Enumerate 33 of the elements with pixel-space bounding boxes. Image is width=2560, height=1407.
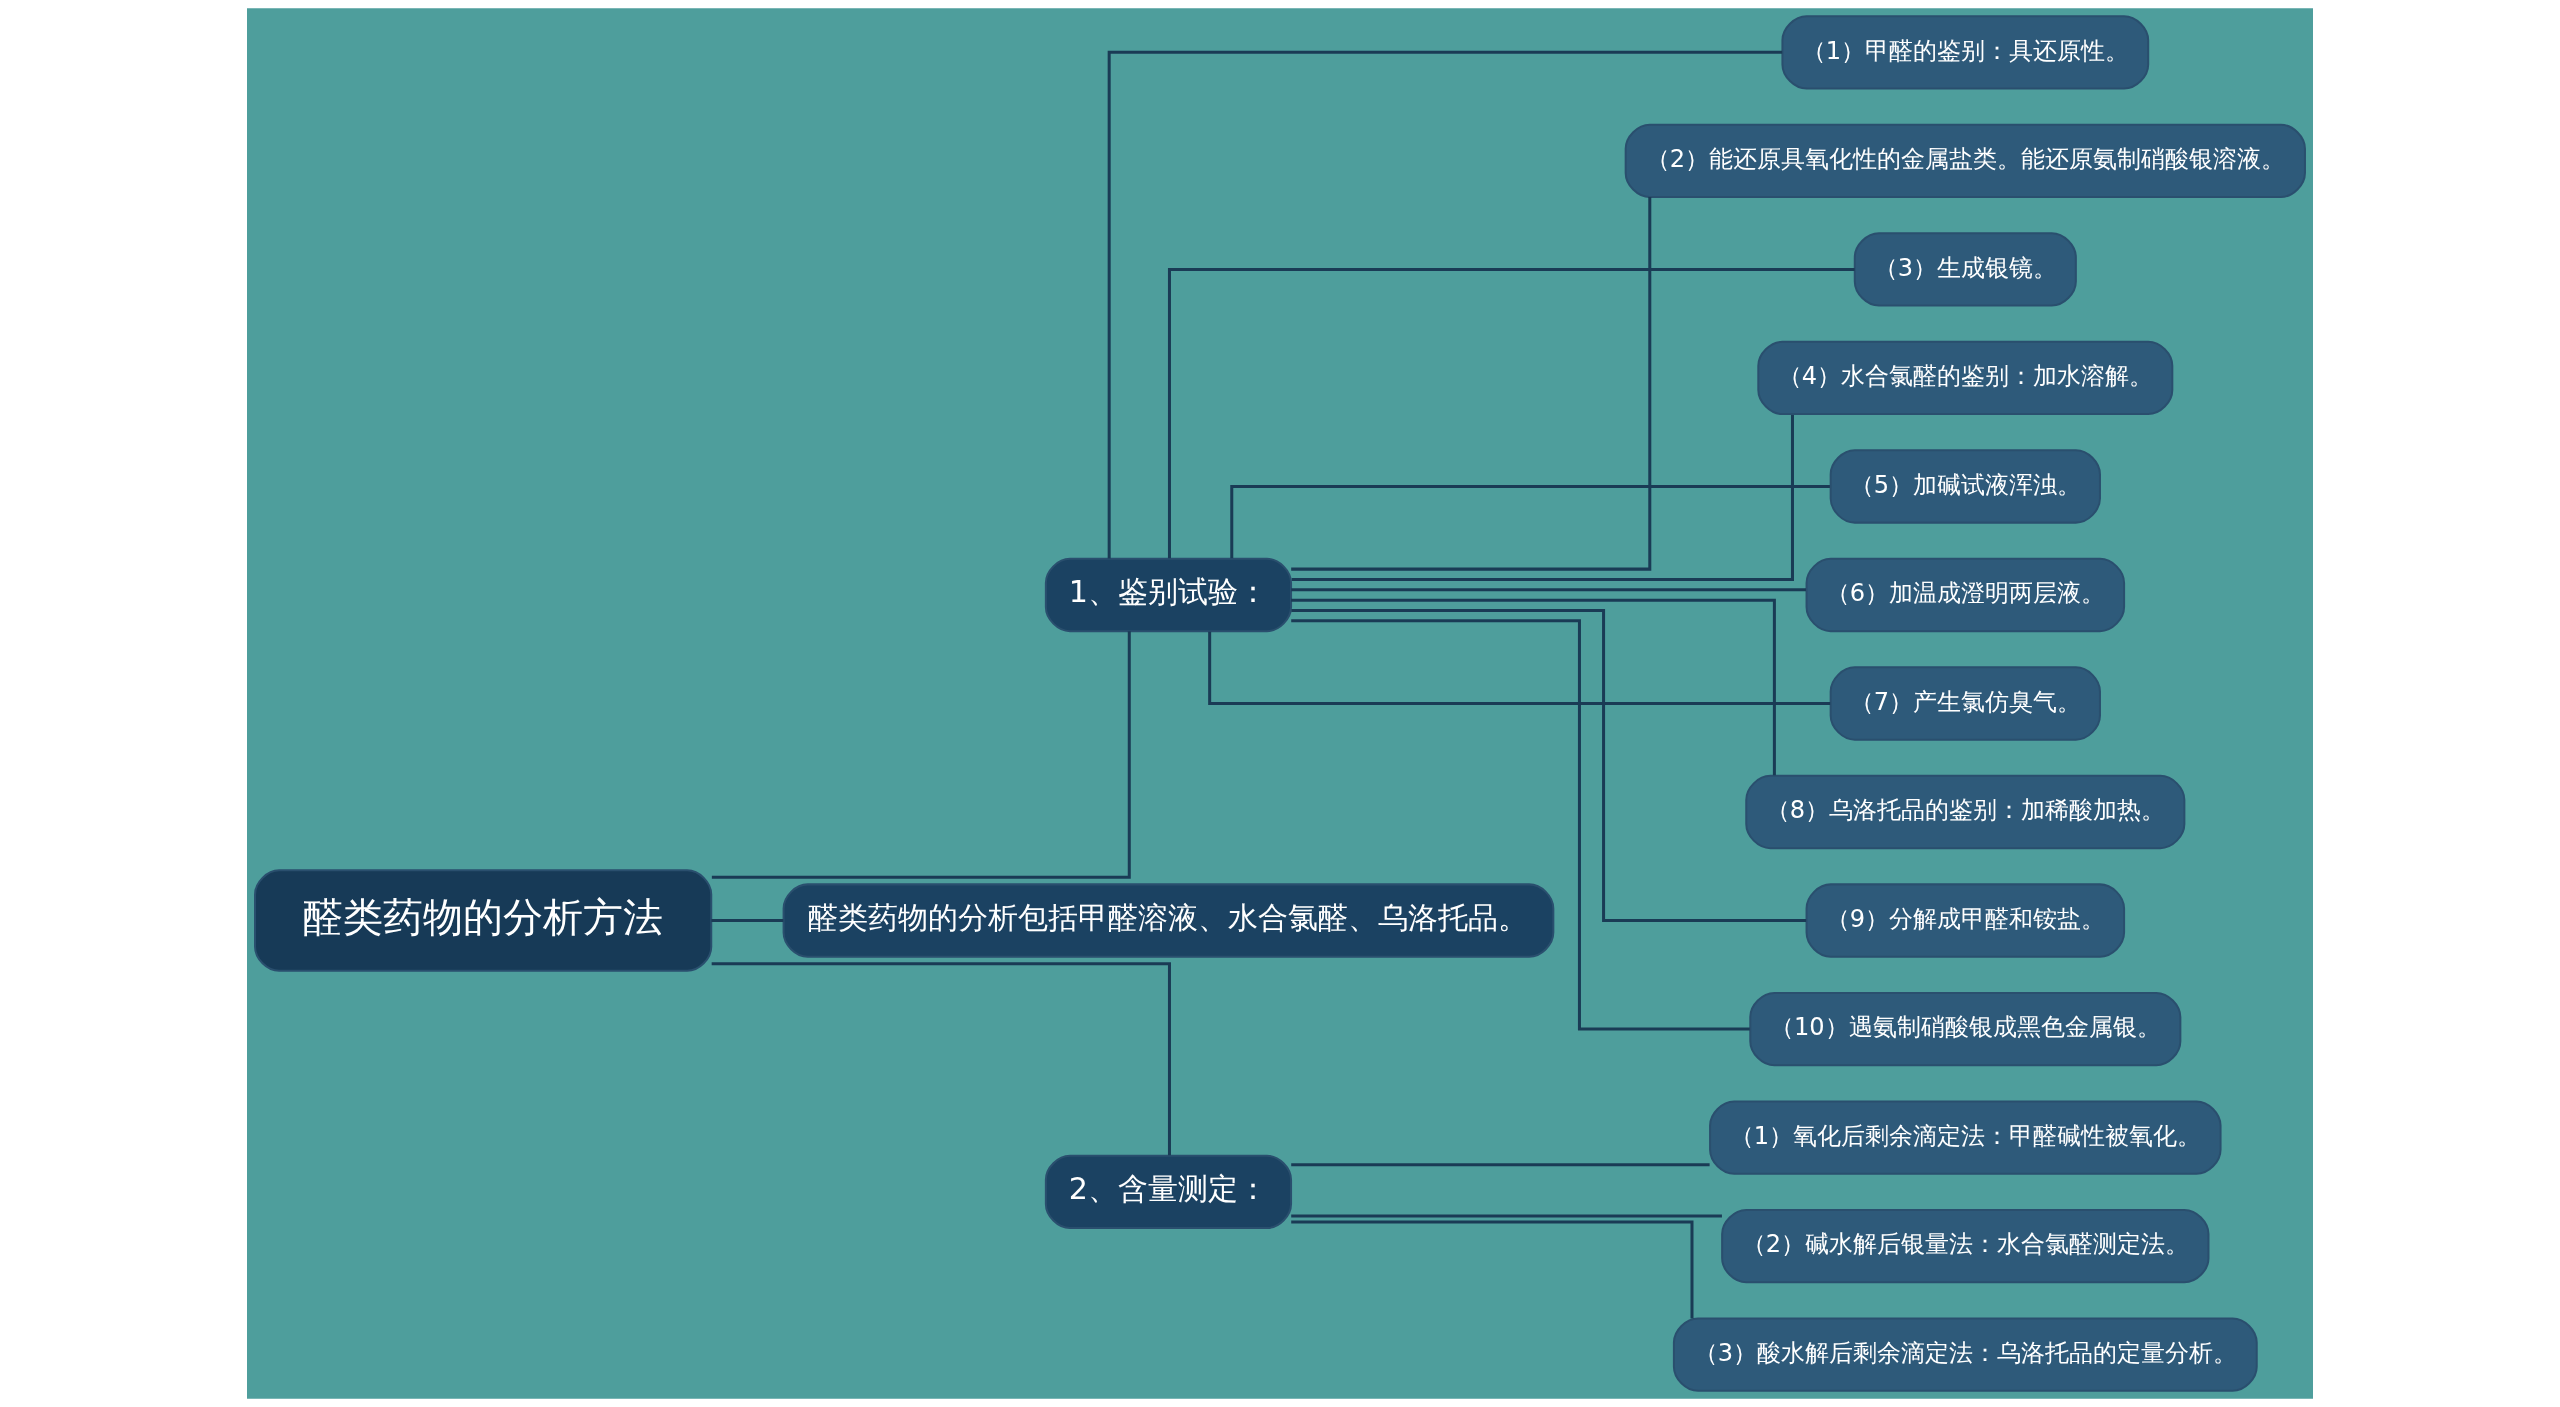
connector	[1291, 1163, 1710, 1167]
node-box: （1）甲醛的鉴别：具还原性。	[1781, 15, 2150, 90]
connector	[1291, 619, 1750, 1031]
node-box: （4）水合氯醛的鉴别：加水溶解。	[1757, 340, 2174, 416]
node-box: （2）能还原具氧化性的金属盐类。能还原氨制硝酸银溶液。	[1624, 123, 2306, 199]
node-box: （2）碱水解后银量法：水合氯醛测定法。	[1721, 1208, 2210, 1284]
connector	[711, 962, 1171, 1156]
connector	[1291, 414, 1794, 581]
connector	[1167, 267, 1855, 559]
connector	[1230, 484, 1830, 559]
connector	[1291, 1214, 1722, 1218]
connector	[1208, 631, 1831, 705]
node-box: 2、含量测定：	[1044, 1154, 1293, 1230]
connector	[1291, 608, 1807, 923]
connector	[1291, 1220, 1694, 1319]
node-box: 1、鉴别试验：	[1044, 557, 1293, 633]
node-box: （5）加碱试液浑浊。	[1829, 449, 2101, 524]
node-box: （9）分解成甲醛和铵盐。	[1805, 883, 2126, 958]
node-box: （3）酸水解后剩余滴定法：乌洛托品的定量分析。	[1672, 1317, 2258, 1392]
node-box: （8）乌洛托品的鉴别：加稀酸加热。	[1745, 774, 2186, 850]
node-box: 醛类药物的分析包括甲醛溶液、水合氯醛、乌洛托品。	[782, 883, 1555, 958]
node-box: 醛类药物的分析方法	[254, 869, 713, 972]
node-box: （6）加温成澄明两层液。	[1805, 557, 2126, 633]
connector	[1107, 50, 1783, 559]
node-box: （1）氧化后剩余滴定法：甲醛碱性被氧化。	[1709, 1100, 2222, 1175]
connector	[1291, 588, 1806, 592]
node-box: （3）生成银镜。	[1853, 232, 2077, 307]
connector	[711, 631, 1131, 879]
connector	[711, 919, 784, 923]
connector	[1291, 197, 1652, 571]
connector	[1291, 598, 1776, 776]
node-box: （10）遇氨制硝酸银成黑色金属银。	[1749, 991, 2182, 1067]
node-box: （7）产生氯仿臭气。	[1829, 666, 2101, 741]
